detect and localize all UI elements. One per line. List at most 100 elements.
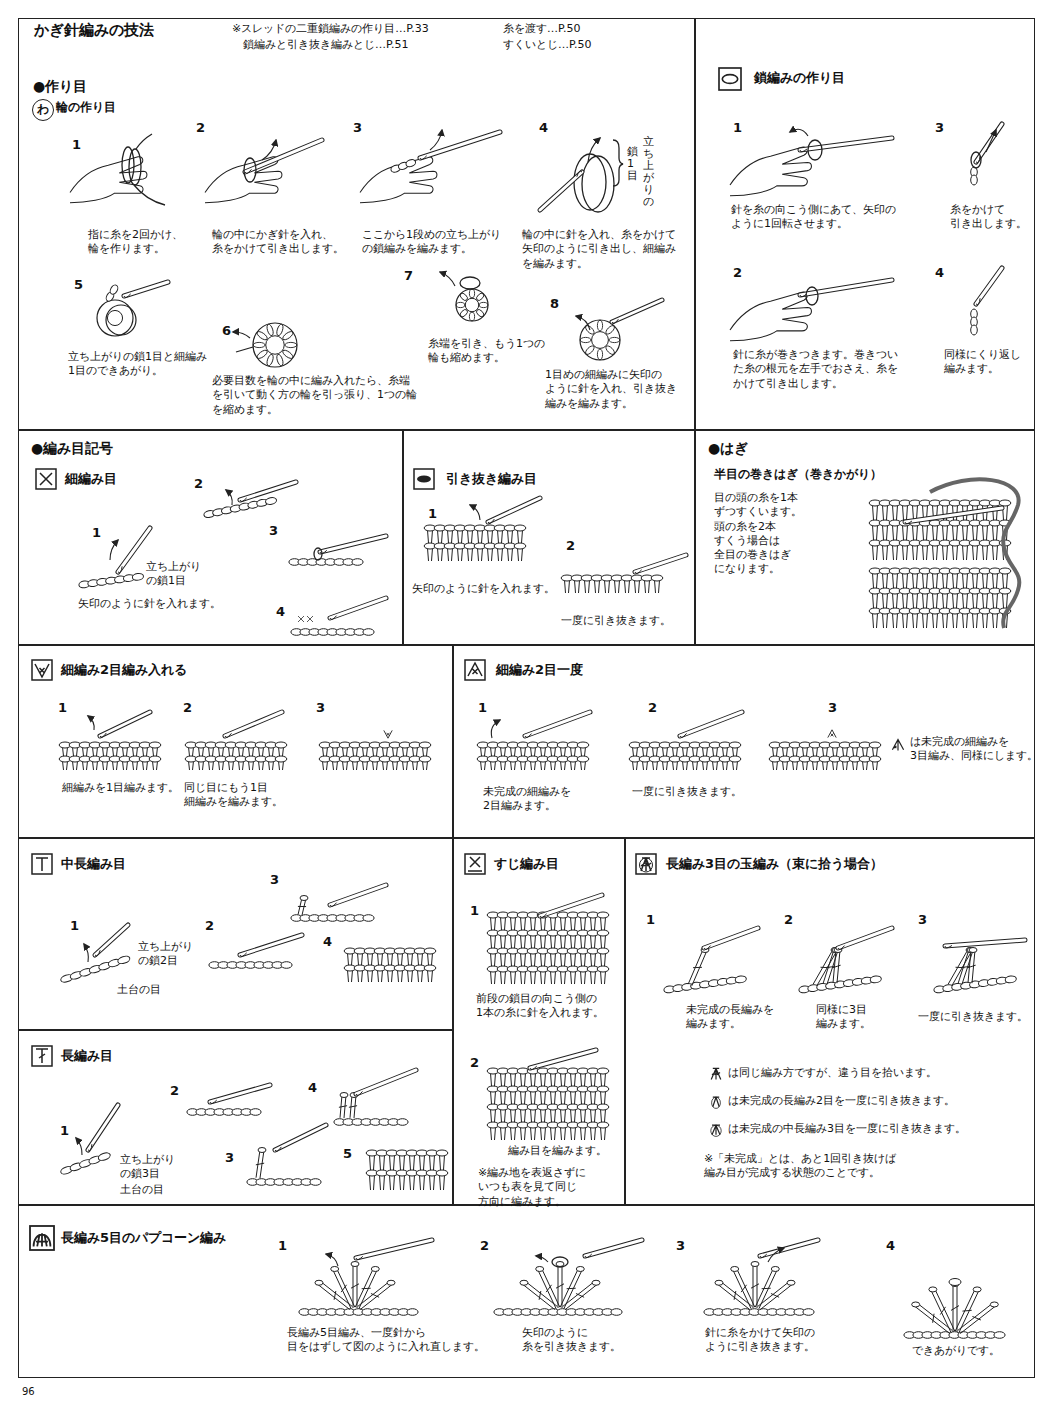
stitch-head [999,568,1011,574]
stitch-post [448,548,453,561]
stitch-fabric [477,742,589,770]
crochet-hook-fill [540,172,582,210]
stitch-post [428,970,433,982]
crochet-hook-fill [540,895,602,916]
crochet-hook [95,925,128,955]
stitch-post [488,530,493,543]
stitch-post [591,917,596,930]
step-number: 1 [70,918,79,935]
stitch-post [963,593,968,608]
crochet-hook [245,140,322,172]
panel-heading: 細編み2目編み入れる [61,662,187,679]
stitch-post [591,1073,596,1086]
caption: 細編みを1目編みます。 [62,781,179,795]
stitch-post [983,613,988,628]
stitch-post [993,593,998,608]
stitch-post [370,1155,375,1170]
tama-outline [712,1097,721,1108]
stitch-post [581,1109,586,1122]
hook-notch [945,945,952,947]
crochet-hook [240,935,302,955]
stitch-post [591,935,596,948]
stitch-top [300,896,308,901]
stitch-post [923,573,928,588]
stitch-head [729,742,741,748]
step-number: 4 [935,265,944,282]
stitch-post [571,953,576,966]
yarn-loop [582,156,614,212]
stitch-fabric [561,575,663,593]
caption: 糸を渡す…P.50 [503,22,580,36]
crochet-hook-fill [356,1070,416,1094]
crochet-hook-fill [680,712,742,736]
ring-stitch [475,308,485,318]
caption: 立ち上がり の鎖2目 [138,940,196,969]
step-number: 6 [222,323,231,340]
step-number: 8 [550,296,559,313]
crochet-hook [540,172,582,210]
stitch-post [388,953,393,965]
stitch-post [581,935,586,948]
symbol-stroke [35,664,49,677]
stitch-head [149,756,161,762]
hook-notch [585,1254,592,1257]
stitch-post [718,1281,753,1309]
stitch-post [410,1155,415,1170]
stitch-post [601,917,606,930]
stitch-post [923,613,928,628]
step-number: 3 [353,120,362,137]
stitch-post [873,613,878,628]
hand [730,292,811,341]
stitch-post [521,935,526,948]
stitch-symbol [384,730,392,738]
step-number: 5 [343,1146,352,1163]
stitch-top [340,1093,348,1098]
stitch-post [903,593,908,608]
stitch-top [715,1280,723,1285]
stitch-post [873,545,878,560]
crochet-hook [275,1125,326,1150]
stitch-post [595,580,600,593]
stitch-post [883,525,888,540]
hook-notch [245,169,251,173]
stitch-post [531,1091,536,1104]
crochet-hook [420,132,500,158]
symbol-stroke [711,1068,721,1079]
symbol-box [30,1226,54,1250]
stitch-post [561,1073,566,1086]
stitch-top [556,1262,564,1267]
chain-loop [363,915,374,922]
caption: 一度に引き抜きます。 [918,1010,1028,1024]
yarn-ring-inner [266,336,284,354]
stitch-top [520,1280,528,1285]
caption: 未完成の細編みを 2目編みます。 [483,785,574,814]
stitch-post [560,1268,582,1309]
hand-outline [70,157,147,203]
stitch-fabric [487,912,609,984]
chain-loop [735,975,747,983]
stitch-post [581,971,586,984]
crochet-hook-fill [838,928,892,948]
hook-notch [118,566,122,572]
step-number: 4 [276,604,285,621]
stitch-post [903,613,908,628]
stitch-post [428,548,433,561]
stitch-post [923,525,928,540]
hook-notch [210,1100,217,1103]
stitch-post [400,1175,405,1190]
stitch-post [349,1095,357,1118]
stitch-post [518,530,523,543]
caption: 針に糸をかけて矢印の ように引き抜きます。 [705,1326,818,1355]
stitch-head [424,948,436,954]
stitch-fabric [769,742,881,770]
stitch-post [348,953,353,965]
stitch-head [597,1122,609,1128]
chain-loop [971,175,978,185]
crochet-hook [635,555,686,572]
stitch-post [645,580,650,593]
direction-arrow [233,332,250,338]
stitch-head [597,930,609,936]
stitch-post [430,1155,435,1170]
stitch-post [501,1109,506,1122]
stitch-post [893,573,898,588]
